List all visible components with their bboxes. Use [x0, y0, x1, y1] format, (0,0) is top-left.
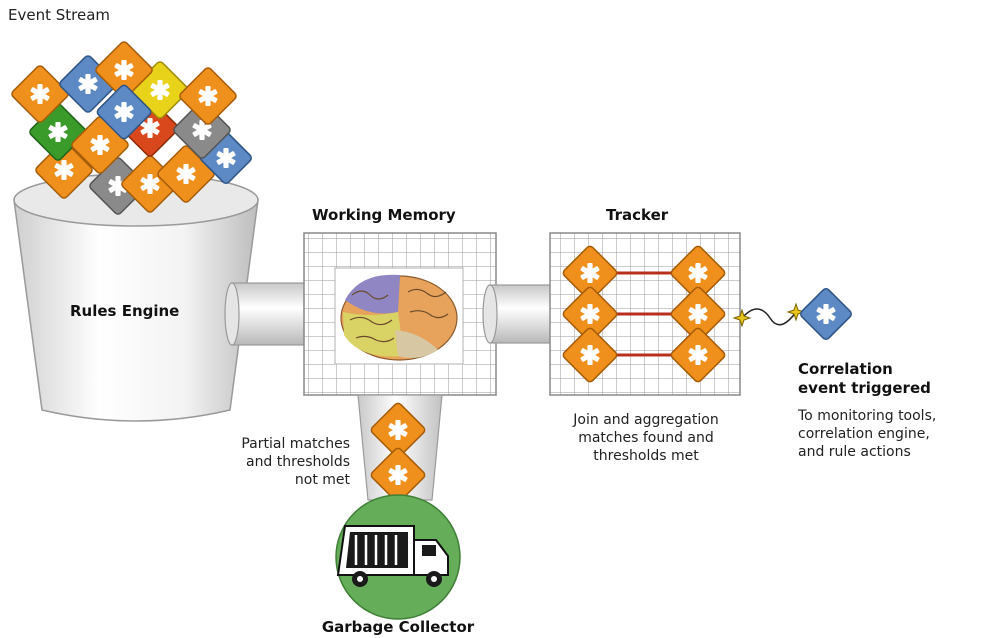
- garbage-collector-label: Garbage Collector: [321, 618, 475, 636]
- asterisk-diamond-icon: [95, 41, 153, 99]
- correlation-desc-line: and rule actions: [798, 444, 911, 460]
- asterisk-diamond-icon: [370, 402, 426, 458]
- trigger-fuse: [732, 288, 852, 340]
- asterisk-diamond-icon: [670, 327, 726, 383]
- rules-engine-bucket: [13, 173, 259, 422]
- asterisk-diamond-icon: [11, 65, 69, 123]
- asterisk-diamond-icon: [562, 245, 618, 301]
- asterisk-diamond-icon: [96, 84, 152, 140]
- correlation-title: Correlation event triggered: [798, 360, 931, 398]
- asterisk-diamond-icon: [562, 286, 618, 342]
- correlation-title-line: event triggered: [798, 379, 931, 397]
- join-desc-line: Join and aggregation: [573, 412, 719, 428]
- pipe-memory-to-tracker: [482, 284, 553, 344]
- garbage-truck-icon: [336, 525, 449, 587]
- tracker-grid: [549, 232, 741, 396]
- event-stream-tokens: [11, 41, 252, 215]
- asterisk-diamond-icon: [370, 447, 426, 503]
- spark-icon: [732, 308, 752, 328]
- brain-icon: [340, 274, 458, 361]
- asterisk-diamond-icon: [562, 327, 618, 383]
- correlation-desc-line: correlation engine,: [798, 426, 930, 442]
- join-desc-line: thresholds met: [593, 448, 699, 464]
- asterisk-diamond-icon: [670, 245, 726, 301]
- partial-desc-line: not met: [294, 472, 350, 488]
- join-desc-line: matches found and: [578, 430, 714, 446]
- asterisk-diamond-icon: [35, 141, 93, 199]
- working-memory-grid: [303, 232, 497, 396]
- partial-desc-line: and thresholds: [245, 454, 350, 470]
- spark-icon: [786, 302, 806, 322]
- tracker-label: Tracker: [606, 206, 669, 224]
- garbage-collector: [335, 494, 461, 620]
- rules-engine-label: Rules Engine: [70, 302, 180, 320]
- event-stream-label: Event Stream: [8, 6, 111, 24]
- correlation-desc-line: To monitoring tools,: [798, 408, 937, 424]
- pipe-engine-to-memory: [224, 282, 305, 346]
- asterisk-diamond-icon: [670, 286, 726, 342]
- join-description: Join and aggregation matches found and t…: [548, 411, 744, 465]
- asterisk-diamond-icon: [800, 288, 852, 340]
- working-memory-label: Working Memory: [312, 206, 456, 224]
- partial-desc-line: Partial matches: [241, 436, 350, 452]
- asterisk-diamond-icon: [179, 67, 237, 125]
- partial-description: Partial matches and thresholds not met: [200, 435, 350, 489]
- correlation-title-line: Correlation: [798, 360, 893, 378]
- funnel-to-garbage: [357, 394, 443, 503]
- correlation-description: To monitoring tools, correlation engine,…: [798, 407, 936, 461]
